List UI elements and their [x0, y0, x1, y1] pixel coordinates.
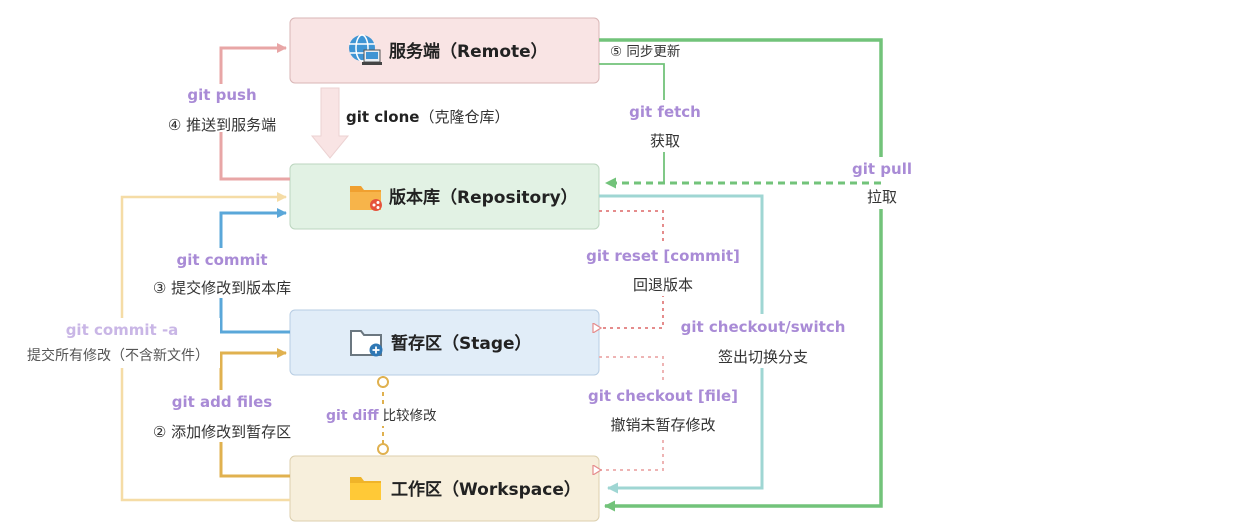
git-push-description: ④ 推送到服务端 [168, 116, 276, 134]
folder-share-icon [350, 186, 382, 211]
folder-plus-icon [350, 330, 383, 357]
git-clone-command: git clone [346, 108, 419, 126]
git-pull-description: 拉取 [867, 188, 897, 206]
git-push-command: git push [187, 86, 256, 104]
repository-node: 版本库（Repository） [289, 163, 600, 230]
git-commit-all-description: 提交所有修改（不含新文件） [27, 347, 209, 364]
git-checkout-file-command: git checkout [file] [588, 387, 738, 405]
git-pull-arrow [599, 38, 883, 512]
git-commit-command: git commit [176, 251, 267, 269]
svg-text:git clone（克隆仓库）: git clone（克隆仓库） [346, 108, 509, 126]
repository-label: 版本库（Repository） [389, 187, 578, 208]
git-fetch-command: git fetch [629, 103, 701, 121]
git-diff-description: 比较修改 [383, 408, 437, 424]
git-diff-command: git diff [326, 408, 379, 424]
git-fetch-description: 获取 [650, 132, 680, 150]
stage-node: 暂存区（Stage） [289, 309, 600, 376]
git-clone-description: （克隆仓库） [419, 108, 509, 126]
stage-label: 暂存区（Stage） [391, 333, 532, 354]
globe-computer-icon [349, 34, 382, 65]
workspace-label: 工作区（Workspace） [391, 479, 581, 500]
git-reset-command: git reset [commit] [586, 247, 740, 265]
git-reset-description: 回退版本 [633, 276, 693, 294]
git-clone-arrow [310, 87, 350, 159]
git-add-description: ② 添加修改到暂存区 [153, 423, 291, 441]
git-checkout-switch-command: git checkout/switch [681, 318, 846, 336]
remote-label: 服务端（Remote） [389, 41, 548, 62]
git-reset-arrow [599, 210, 664, 328]
remote-node: 服务端（Remote） [289, 17, 600, 84]
git-pull-command: git pull [852, 160, 912, 178]
folder-icon [350, 477, 381, 500]
workspace-node: 工作区（Workspace） [289, 455, 600, 522]
git-diff-connector [377, 376, 389, 455]
git-checkout-switch-description: 签出切换分支 [718, 348, 808, 366]
git-commit-all-command: git commit -a [66, 321, 179, 339]
git-checkout-file-description: 撤销未暂存修改 [610, 416, 715, 434]
git-add-command: git add files [172, 393, 273, 411]
sync-update-label: ⑤ 同步更新 [610, 44, 680, 60]
git-commit-description: ③ 提交修改到版本库 [153, 279, 291, 297]
